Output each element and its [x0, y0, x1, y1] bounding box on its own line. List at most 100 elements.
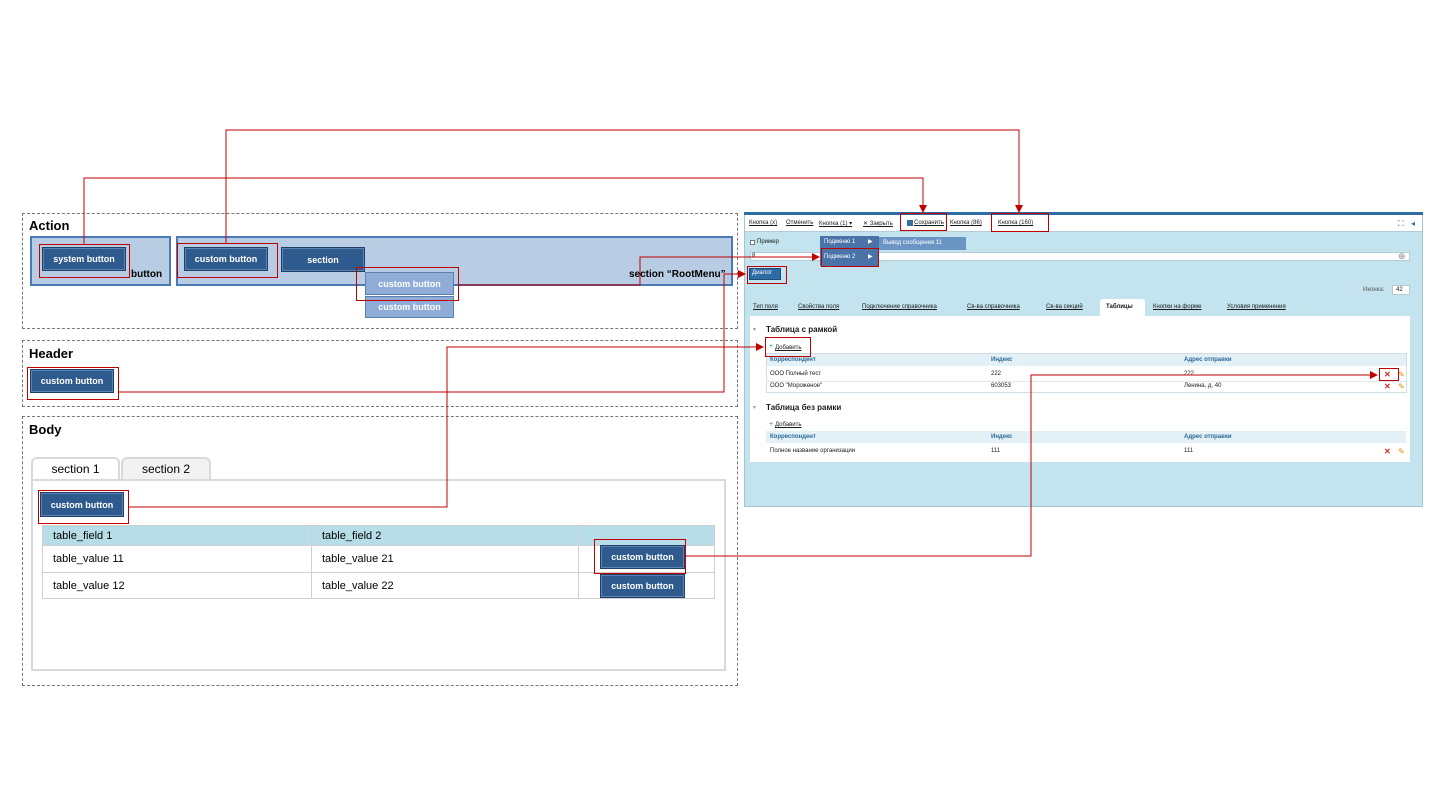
toolbar-button-1[interactable]: Кнопка (1) ▾ — [819, 221, 853, 227]
screenshot-toolbar — [745, 215, 1422, 232]
highlight-custom-button-body — [38, 490, 129, 524]
example-checkbox-label: Пример — [757, 239, 779, 245]
screenshot-top-bar — [744, 212, 1423, 215]
column-header-actions — [578, 526, 714, 545]
example-checkbox[interactable] — [750, 240, 755, 245]
menu-item-custom-button-2[interactable]: custom button — [365, 296, 454, 318]
screenshot-tab[interactable]: Св-ва секций — [1046, 304, 1083, 310]
table-header-row — [43, 526, 714, 545]
row-custom-button-1[interactable]: custom button — [600, 545, 685, 569]
table2-collapse-icon[interactable]: ▾ — [753, 405, 757, 411]
section-button[interactable]: section — [281, 247, 365, 272]
delete-icon[interactable]: ✕ — [1384, 447, 1391, 456]
highlight-row-custom-button — [594, 539, 686, 574]
table1-header-row — [767, 354, 1406, 366]
table-cell: 111 — [991, 448, 1001, 454]
plus-icon: + — [769, 421, 774, 428]
connector-row-button-to-delete — [686, 371, 1378, 557]
table2-add-link[interactable]: Добавить — [775, 422, 802, 428]
row-custom-button-2[interactable]: custom button — [600, 574, 685, 598]
body-title: Body — [29, 422, 62, 437]
screenshot-tab[interactable]: Подключение справочника — [862, 304, 937, 310]
toolbar-button-86[interactable]: Кнопка (86) — [950, 220, 982, 226]
toolbar-button-close[interactable]: ✕ Закрыть — [863, 221, 893, 227]
submenu-item-1[interactable]: Подменю 1 — [824, 239, 856, 245]
table1-title: Таблица с рамкой — [766, 325, 838, 334]
custom-button-header[interactable]: custom button — [30, 369, 114, 393]
body-table: table_field 1 table_field 2 table_value … — [42, 525, 715, 599]
table-cell: 603053 — [991, 383, 1012, 389]
table-cell: table_value 21 — [311, 545, 578, 572]
toolbar-button-save[interactable]: Сохранить — [914, 220, 944, 226]
highlight-menu-custom-button — [356, 267, 459, 301]
toolbar-button-x[interactable]: Кнопка (x) — [749, 220, 778, 226]
screenshot-tab-active-bg — [1100, 299, 1145, 317]
table-cell: table_value 12 — [43, 572, 311, 598]
dialog-button[interactable] — [749, 268, 781, 280]
submenu-arrow-icon: ▶ — [868, 239, 873, 245]
table2-col-address: Адрес отправки — [1184, 434, 1232, 440]
connector-header-to-dialog — [119, 270, 746, 393]
expand-icon[interactable]: ⛶ — [1398, 219, 1404, 228]
toolbar-button-cancel[interactable]: Отменить — [786, 220, 814, 226]
custom-button-action[interactable]: custom button — [184, 247, 268, 271]
delete-icon[interactable]: ✕ — [1384, 370, 1391, 379]
collapse-left-icon[interactable]: ◂ — [1411, 219, 1416, 228]
edit-pencil-icon[interactable]: ✎ — [1398, 370, 1405, 379]
screenshot-tab[interactable]: Кнопки на форме — [1153, 304, 1202, 310]
icon-field-value: 42 — [1396, 287, 1403, 293]
screenshot-tab[interactable]: Условия применения — [1227, 304, 1286, 310]
menu-item-custom-button-1[interactable]: custom button — [365, 272, 454, 295]
icon-field-input[interactable] — [1392, 285, 1410, 295]
table1-col-address: Адрес отправки — [1184, 357, 1232, 363]
table2-title: Таблица без рамки — [766, 403, 842, 412]
screenshot-tab-active[interactable]: Таблицы — [1106, 304, 1133, 310]
table-cell: Полное название организации — [770, 448, 856, 454]
header-title: Header — [29, 346, 74, 361]
table-cell: 222 — [1184, 371, 1195, 377]
table-cell: ООО Полный тест — [770, 371, 822, 377]
plus-icon: + — [769, 343, 774, 350]
table1-row-divider — [767, 381, 1406, 382]
tab-section-1[interactable]: section 1 — [31, 457, 120, 479]
table1-collapse-icon[interactable]: ▾ — [753, 327, 757, 333]
delete-icon[interactable]: ✕ — [1384, 382, 1391, 391]
submenu-arrow-icon: ▶ — [868, 254, 873, 260]
connector-custom-button-to-button-160 — [225, 129, 1023, 243]
toolbar-button-160[interactable]: Кнопка (160) — [998, 220, 1034, 226]
highlight-system-button — [39, 244, 130, 278]
custom-button-body[interactable]: custom button — [40, 492, 124, 517]
submenu-popup[interactable] — [879, 237, 966, 250]
connector-system-button-to-save — [83, 177, 927, 244]
screenshot-tab[interactable]: Свойства поля — [798, 304, 840, 310]
action-title: Action — [29, 218, 70, 233]
button-label: button — [131, 269, 163, 280]
icon-field-label: Иконка: — [1363, 287, 1385, 293]
tab-section-2[interactable]: section 2 — [121, 457, 211, 479]
table2-col-correspondent: Корреспондент — [770, 434, 816, 440]
edit-pencil-icon[interactable]: ✎ — [1398, 382, 1405, 391]
header-panel: Header — [22, 340, 738, 407]
highlight-delete-icon — [1379, 368, 1399, 381]
add-circle-icon[interactable]: ⊕ — [1398, 251, 1406, 261]
table1-col-correspondent: Корреспондент — [770, 357, 816, 363]
section-rootmenu-label: section “RootMenu” — [629, 269, 726, 280]
screenshot-input-value: 8 — [752, 253, 756, 259]
edit-pencil-icon[interactable]: ✎ — [1398, 447, 1405, 456]
screenshot-tab[interactable]: Св-ва справочника — [967, 304, 1020, 310]
system-button[interactable]: system button — [42, 247, 126, 271]
highlight-dialog-button — [747, 266, 787, 284]
highlight-save-button — [900, 213, 947, 231]
screenshot-tab[interactable]: Тип поля — [753, 304, 778, 310]
table-cell: table_value 11 — [43, 545, 311, 572]
highlight-custom-button-header — [27, 367, 119, 400]
column-header-field-1: table_field 1 — [53, 529, 113, 542]
column-header-field-2: table_field 2 — [311, 526, 578, 545]
table1 — [766, 353, 1407, 393]
table-cell: Ленина, д. 40 — [1184, 383, 1222, 389]
connector-menu-to-submenu — [459, 253, 820, 286]
submenu-dropdown — [820, 236, 879, 266]
table1-add-link[interactable]: Добавить — [775, 345, 802, 351]
submenu-item-2[interactable]: Подменю 2 — [824, 254, 856, 260]
